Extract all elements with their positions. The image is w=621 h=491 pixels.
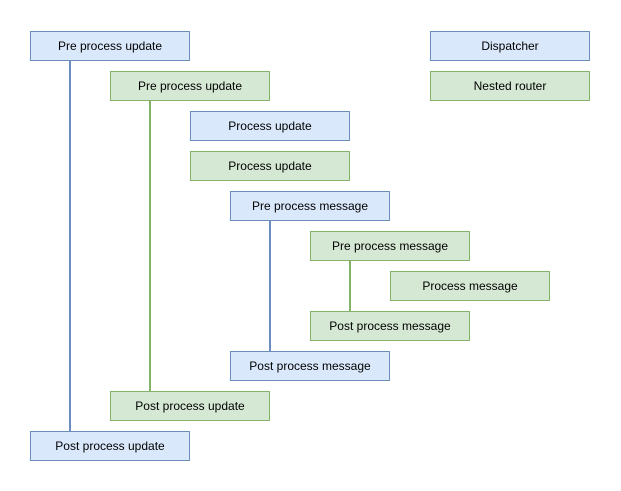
node-label: Pre process message [251, 199, 369, 213]
node-pre-process-update-inner: Pre process update [110, 71, 270, 101]
node-label: Process update [228, 159, 312, 173]
lifeline-update-green [149, 101, 151, 391]
node-label: Process message [422, 279, 518, 293]
node-post-process-message-green: Post process message [310, 311, 470, 341]
lifeline-message-blue [269, 221, 271, 351]
node-post-process-update-green: Post process update [110, 391, 270, 421]
node-label: Process update [228, 119, 312, 133]
node-label: Pre process update [57, 39, 163, 53]
lifeline-update-blue [69, 61, 71, 431]
node-label: Post process message [249, 359, 371, 373]
node-process-update-blue: Process update [190, 111, 350, 141]
node-pre-process-message-green: Pre process message [310, 231, 470, 261]
node-nested-router: Nested router [430, 71, 590, 101]
node-label: Pre process message [331, 239, 449, 253]
lifeline-message-green [349, 261, 351, 311]
node-label: Nested router [473, 79, 547, 93]
node-label: Post process update [55, 439, 165, 453]
node-post-process-message-blue: Post process message [230, 351, 390, 381]
node-pre-process-update-outer: Pre process update [30, 31, 190, 61]
node-label: Dispatcher [481, 39, 539, 53]
node-label: Post process update [135, 399, 245, 413]
node-post-process-update-blue: Post process update [30, 431, 190, 461]
node-label: Post process message [329, 319, 451, 333]
node-process-update-green: Process update [190, 151, 350, 181]
node-process-message: Process message [390, 271, 550, 301]
node-dispatcher: Dispatcher [430, 31, 590, 61]
node-label: Pre process update [137, 79, 243, 93]
node-pre-process-message-blue: Pre process message [230, 191, 390, 221]
